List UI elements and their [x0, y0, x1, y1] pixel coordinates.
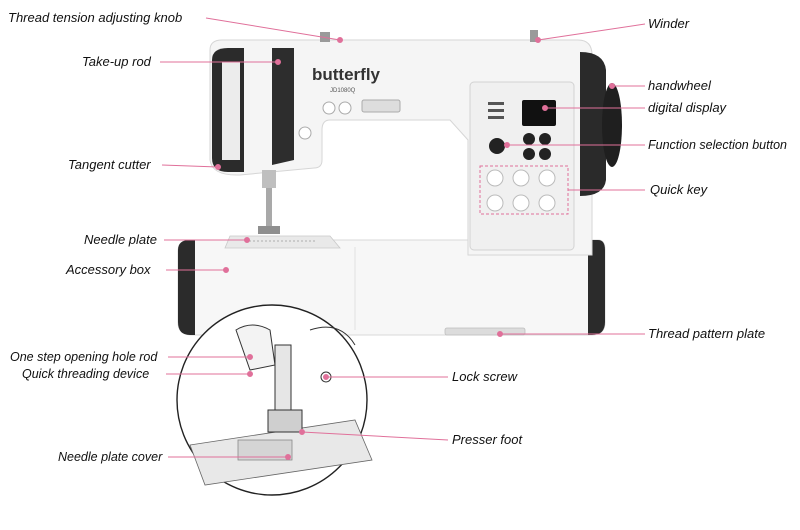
label-thread-tension-knob: Thread tension adjusting knob: [8, 10, 183, 25]
digital-display: [522, 100, 556, 126]
start-stop-button[interactable]: [298, 126, 312, 140]
label-function-button: Function selection button: [648, 138, 787, 152]
leader-lines: [160, 17, 646, 460]
label-quick-threading: Quick threading device: [22, 367, 150, 381]
label-needle-plate-cover: Needle plate cover: [58, 450, 163, 464]
bar-tack-icon[interactable]: [512, 194, 530, 212]
minus-left-button[interactable]: [523, 148, 535, 160]
label-needle-plate: Needle plate: [84, 232, 157, 247]
zigzag-stitch-icon[interactable]: [512, 169, 530, 187]
quick-key-grid: [486, 169, 556, 212]
speed-slider[interactable]: [361, 99, 401, 113]
reverse-button[interactable]: [322, 101, 336, 115]
label-accessory-box: Accessory box: [66, 262, 151, 277]
label-lock-screw: Lock screw: [452, 369, 518, 384]
label-one-step-hole-rod: One step opening hole rod: [10, 350, 158, 364]
label-digital-display: digital display: [648, 100, 727, 115]
label-handwheel: handwheel: [648, 78, 711, 93]
needle-plate-area: [224, 235, 341, 249]
label-tangent-cutter: Tangent cutter: [68, 157, 151, 172]
straight-stitch-icon[interactable]: [486, 169, 504, 187]
plus-right-button[interactable]: [539, 133, 551, 145]
label-take-up-rod: Take-up rod: [82, 54, 151, 69]
buttonhole-icon[interactable]: [486, 194, 504, 212]
minus-right-button[interactable]: [539, 148, 551, 160]
blind-stitch-icon[interactable]: [538, 194, 556, 212]
stretch-stitch-icon[interactable]: [538, 169, 556, 187]
label-quick-key: Quick key: [650, 182, 708, 197]
detail-zoom: [176, 304, 373, 496]
model-number: JD1080Q: [330, 88, 356, 94]
brand-logo: butterfly: [312, 65, 381, 84]
thread-pattern-plate: [444, 327, 526, 336]
label-presser-foot: Presser foot: [452, 432, 523, 447]
label-thread-pattern-plate: Thread pattern plate: [648, 326, 766, 341]
label-winder: Winder: [648, 16, 690, 31]
function-selection-button[interactable]: [489, 138, 505, 154]
needle-position-button[interactable]: [338, 101, 352, 115]
machine-head: [209, 30, 622, 256]
plus-left-button[interactable]: [523, 133, 535, 145]
